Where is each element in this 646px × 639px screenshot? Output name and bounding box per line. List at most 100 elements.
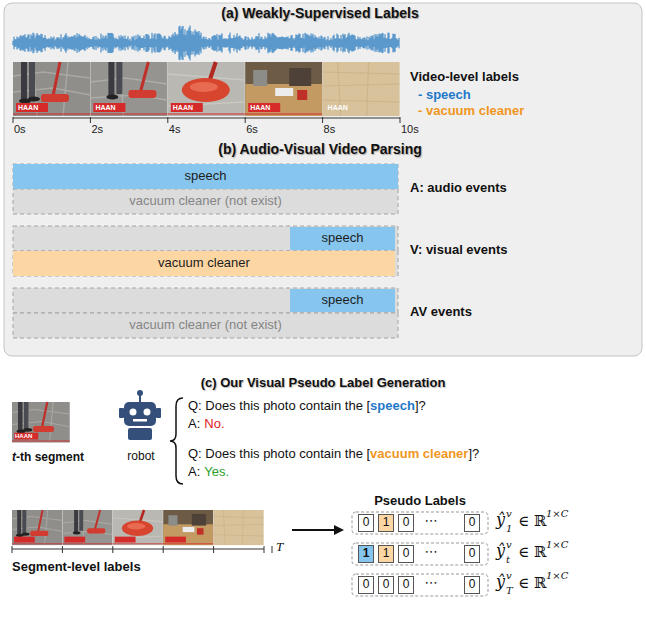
- arrow: [292, 525, 344, 535]
- video-frames-part: [323, 62, 400, 116]
- inline-text: A:: [188, 416, 200, 431]
- segment-strip-part: [163, 510, 213, 545]
- video-frames-part: [168, 62, 245, 116]
- math-symbol: ∈ ℝ: [518, 513, 546, 530]
- robot-icon-part: [128, 428, 152, 440]
- segment-axis-part: [112, 546, 113, 553]
- class-label: - vacuum cleaner: [418, 104, 524, 119]
- inline-text: vacuum cleaner: [370, 446, 468, 461]
- time-tick: 4s: [169, 123, 181, 136]
- inline-text: -th segment: [16, 450, 84, 464]
- icon-caption: robot: [127, 450, 154, 464]
- segment-image-part: [12, 402, 70, 443]
- segment-strip-part: [62, 510, 112, 545]
- panel-heading: (a) Weakly-Supervised Labels: [221, 5, 418, 21]
- math-subscript: T: [506, 585, 513, 597]
- node-text: 0: [363, 578, 370, 591]
- robot-icon-part: [130, 409, 137, 416]
- event-rows-part: [13, 288, 398, 313]
- time-tick: 6s: [246, 123, 258, 136]
- math-subscript: t: [506, 554, 510, 566]
- math-symbol: ∈ ℝ: [518, 575, 546, 592]
- time-axis-part: [400, 117, 401, 123]
- node-text: 1: [383, 516, 390, 529]
- robot-icon-part: [133, 419, 147, 422]
- robot-icon-part: [137, 390, 143, 396]
- inline-text: Yes.: [204, 464, 229, 479]
- node-text: 0: [469, 547, 476, 560]
- absent-event-bar: vacuum cleaner (not exist): [13, 189, 398, 214]
- node-text: speech: [322, 231, 364, 245]
- time-tick: 8s: [324, 123, 336, 136]
- node-text: 0: [403, 547, 410, 560]
- segment-axis-part: [272, 546, 273, 553]
- label-cell: 0: [464, 576, 480, 594]
- inline-text: ]?: [468, 446, 479, 461]
- event-bar: vacuum cleaner: [13, 251, 395, 276]
- label-rows-part: [352, 574, 488, 596]
- node-text: vacuum cleaner: [158, 256, 250, 270]
- node-text: 1: [383, 547, 390, 560]
- label-cell: 0: [398, 545, 414, 563]
- math-superscript: 1×C: [546, 539, 568, 551]
- text-line: A:No.: [188, 417, 225, 432]
- segment-strip-part: [12, 510, 62, 545]
- class-label: - speech: [418, 88, 471, 103]
- event-rows-part: [13, 313, 398, 338]
- robot-icon-part: [119, 408, 124, 418]
- inline-text: ]?: [415, 398, 426, 413]
- node-text: vacuum cleaner (not exist): [129, 194, 281, 208]
- event-rows: [13, 164, 398, 338]
- segment-axis-part: [62, 546, 63, 553]
- node-text: 0: [403, 516, 410, 529]
- time-axis-part: [13, 117, 14, 123]
- math-symbol: ŷ: [496, 542, 505, 560]
- label-cell: 0: [398, 514, 414, 532]
- absent-event-bar: vacuum cleaner (not exist): [13, 313, 398, 338]
- segment-axis-part: [264, 546, 265, 553]
- node-text: 0: [383, 578, 390, 591]
- label-rows-part: [352, 512, 488, 534]
- watermark: HAAN: [173, 103, 203, 112]
- math-superscript: v: [506, 539, 512, 551]
- time-axis-part: [322, 117, 323, 123]
- segment-axis: [12, 546, 272, 553]
- label-cell: 0: [464, 514, 480, 532]
- text-line: Q: Does this photo contain the [speech]?: [188, 399, 426, 414]
- brace: [170, 398, 183, 484]
- panel-background: [4, 3, 642, 356]
- node-text: vacuum cleaner (not exist): [129, 318, 281, 332]
- label-cell: 1: [378, 514, 394, 532]
- output-heading: Pseudo Labels: [374, 494, 466, 509]
- label-cell: 0: [464, 545, 480, 563]
- text-line: A:Yes.: [188, 465, 229, 480]
- label-cell: 0: [378, 576, 394, 594]
- time-tick: 2s: [91, 123, 103, 136]
- label-cell: 0: [398, 576, 414, 594]
- time-tick: 0s: [14, 123, 26, 136]
- label-cell: 1: [378, 545, 394, 563]
- legend-heading: Video-level labels: [410, 70, 519, 85]
- segment-axis-part: [12, 549, 264, 550]
- robot-icon: [119, 390, 161, 440]
- label-rows: [352, 512, 488, 596]
- time-tick: 10s: [401, 123, 419, 136]
- watermark: HAAN: [250, 103, 280, 112]
- text-line: Q: Does this photo contain the [vacuum c…: [188, 447, 479, 462]
- node-text: 0: [469, 578, 476, 591]
- math-superscript: v: [506, 570, 512, 582]
- video-frames-part: [90, 62, 167, 116]
- row-label: AV events: [410, 305, 472, 320]
- math-subscript: 1: [506, 523, 512, 535]
- math-superscript: 1×C: [546, 508, 568, 520]
- watermark: HAAN: [328, 103, 358, 112]
- segment-strip-part: [113, 510, 163, 545]
- label-cell: 1: [358, 545, 374, 563]
- robot-icon-part: [144, 409, 151, 416]
- event-bar: speech: [13, 164, 398, 189]
- video-frames: [13, 62, 400, 116]
- segment-axis-part: [163, 546, 164, 553]
- time-axis-part: [13, 118, 400, 119]
- node-text: 0: [363, 516, 370, 529]
- axis-symbol: T: [276, 540, 283, 555]
